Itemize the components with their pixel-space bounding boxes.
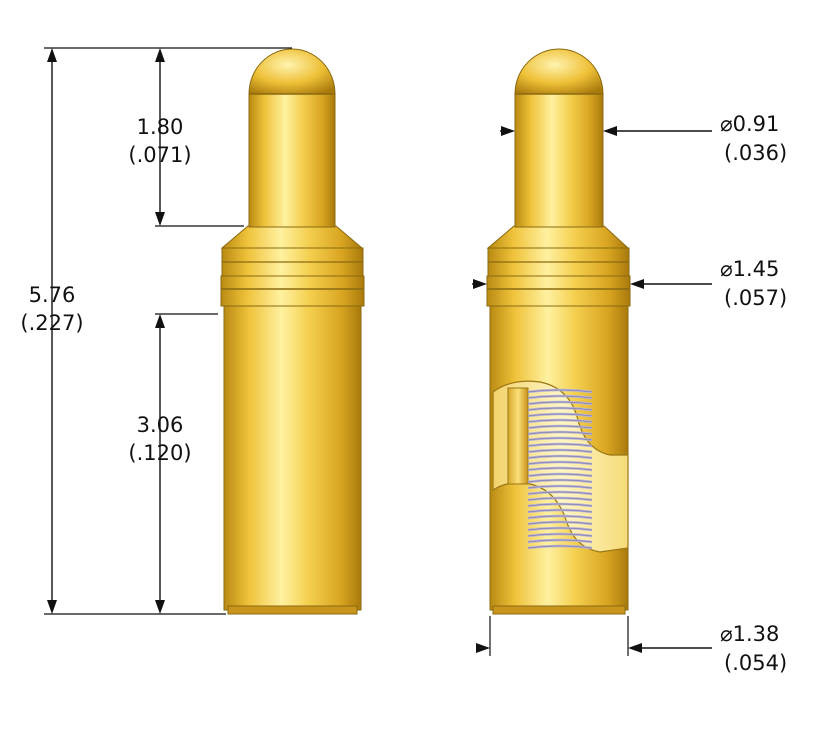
barrel (223, 303, 362, 611)
dimension-plunger-length: 1.80 (.071) (128, 48, 244, 227)
barrel-bottom-lip (227, 605, 358, 615)
overall-length-inch: (.227) (20, 311, 83, 335)
spring-coil-edge (527, 455, 593, 459)
plunger-tip (514, 48, 604, 95)
collar-diameter-mm: ⌀1.45 (720, 257, 779, 281)
spring-coil-edge (527, 473, 593, 477)
spring-coil-edge (527, 539, 593, 543)
barrel-diameter-mm: ⌀1.38 (720, 622, 779, 646)
spring-coil-edge (527, 407, 593, 411)
spring-coil-edge (527, 437, 593, 441)
spring (527, 388, 593, 550)
plunger-diameter-inch: (.036) (724, 141, 787, 165)
spring-coil-edge (527, 449, 593, 453)
overall-length-mm: 5.76 (29, 283, 76, 307)
plunger-shaft (514, 92, 604, 228)
plunger-taper (220, 225, 364, 249)
dimension-overall-length: 5.76 (.227) (20, 47, 292, 615)
spring-coil-edge (527, 467, 593, 471)
spring-coil-edge (527, 389, 593, 393)
barrel-bottom-lip (492, 605, 626, 615)
plunger-tip (248, 48, 336, 95)
plunger-shaft (248, 92, 336, 228)
barrel-length-inch: (.120) (128, 441, 191, 465)
dimension-plunger-diameter: ⌀0.91 (.036) (500, 112, 787, 165)
spring-coil-edge (527, 479, 593, 483)
plunger-length-inch: (.071) (128, 143, 191, 167)
spring-coil-edge (527, 425, 593, 429)
spring-coil-edge (527, 503, 593, 507)
spring-coil-edge (527, 395, 593, 399)
plunger-tail (507, 387, 529, 485)
barrel-length-mm: 3.06 (137, 413, 184, 437)
spring-coil-edge (527, 509, 593, 513)
spring-coil-edge (527, 533, 593, 537)
spring-coil-edge (527, 521, 593, 525)
pin-cutaway-view (486, 48, 631, 615)
spring-coil-edge (527, 461, 593, 465)
spring-coil-edge (527, 419, 593, 423)
spring-coil-edge (527, 515, 593, 519)
collar-diameter-inch: (.057) (724, 286, 787, 310)
spring-coil-edge (527, 443, 593, 447)
plunger-length-mm: 1.80 (137, 115, 184, 139)
barrel-diameter-inch: (.054) (724, 651, 787, 675)
dimension-barrel-length: 3.06 (.120) (128, 313, 218, 614)
dimension-collar-diameter: ⌀1.45 (.057) (472, 257, 787, 310)
spring-coil-edge (527, 527, 593, 531)
dimension-barrel-diameter: ⌀1.38 (.054) (476, 616, 787, 675)
spring-coil-edge (527, 491, 593, 495)
spring-coil-edge (527, 413, 593, 417)
spring-coil-edge (527, 431, 593, 435)
pin-side-view (220, 48, 365, 615)
spring-coil-edge (527, 485, 593, 489)
spring-coil-edge (527, 401, 593, 405)
collar-ring-lower (220, 275, 365, 307)
plunger-taper (486, 225, 630, 249)
spring-coil-edge (527, 545, 593, 549)
spring-coil-edge (527, 497, 593, 501)
plunger-diameter-mm: ⌀0.91 (720, 112, 779, 136)
collar-ring-lower (486, 275, 631, 307)
